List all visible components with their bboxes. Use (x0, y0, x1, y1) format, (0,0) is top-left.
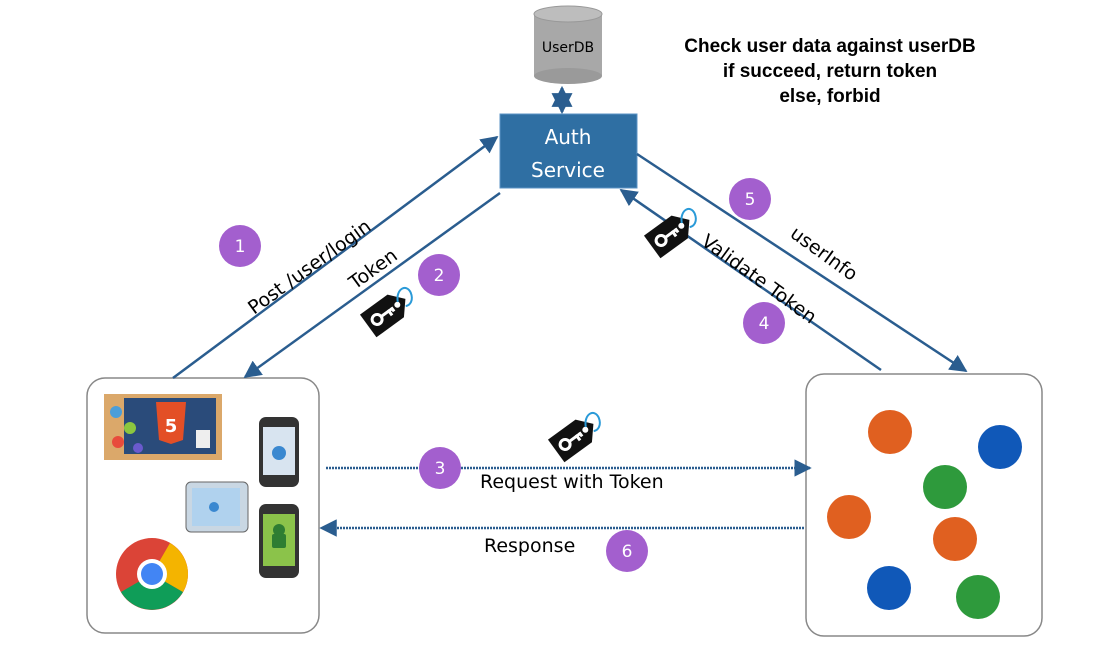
service-node (978, 425, 1022, 469)
services-box (805, 373, 1043, 637)
auth-note-line3: else, forbid (779, 86, 881, 107)
key-tag-icon (358, 281, 422, 339)
login-arrow (172, 135, 499, 380)
login-label: Post /user/login (244, 215, 375, 319)
validate-arrow (619, 188, 882, 372)
request-label: Request with Token (480, 471, 664, 493)
step-badge-4: 4 (743, 302, 785, 344)
step-badge-2: 2 (418, 254, 460, 296)
svg-text:1: 1 (235, 237, 246, 257)
user-db-label: UserDB (542, 40, 594, 56)
service-node (933, 517, 977, 561)
service-node (923, 465, 967, 509)
step-badge-1: 1 (219, 225, 261, 267)
step-badge-6: 6 (606, 530, 648, 572)
svg-text:4: 4 (759, 314, 770, 334)
response-label: Response (484, 535, 575, 557)
chrome-icon (116, 538, 188, 610)
service-node (956, 575, 1000, 619)
svg-text:2: 2 (434, 266, 445, 286)
auth-note-line1: Check user data against userDB (684, 36, 976, 57)
svg-text:6: 6 (622, 542, 633, 562)
service-node (867, 566, 911, 610)
step-badge-5: 5 (729, 178, 771, 220)
auth-note: Check user data against userDB if succee… (620, 34, 1040, 109)
auth-service-box: Auth Service (499, 113, 638, 189)
iphone-icon (259, 417, 299, 487)
svg-text:5: 5 (745, 190, 756, 210)
user-db-cylinder: UserDB (533, 5, 603, 84)
token-arrow (243, 191, 501, 379)
ipad-icon (185, 481, 249, 533)
auth-service-label-line2: Service (531, 158, 605, 182)
html5-icon: 5 (104, 394, 222, 460)
auth-note-line2: if succeed, return token (722, 61, 938, 82)
service-node (827, 495, 871, 539)
service-node (868, 410, 912, 454)
step-badge-3: 3 (419, 447, 461, 489)
key-tag-icon (546, 406, 610, 464)
client-box: 5 (86, 377, 320, 634)
svg-text:5: 5 (165, 416, 178, 437)
userinfo-arrow (636, 152, 968, 373)
auth-service-label-line1: Auth (545, 125, 592, 149)
svg-text:3: 3 (435, 459, 446, 479)
android-phone-icon (259, 504, 299, 578)
